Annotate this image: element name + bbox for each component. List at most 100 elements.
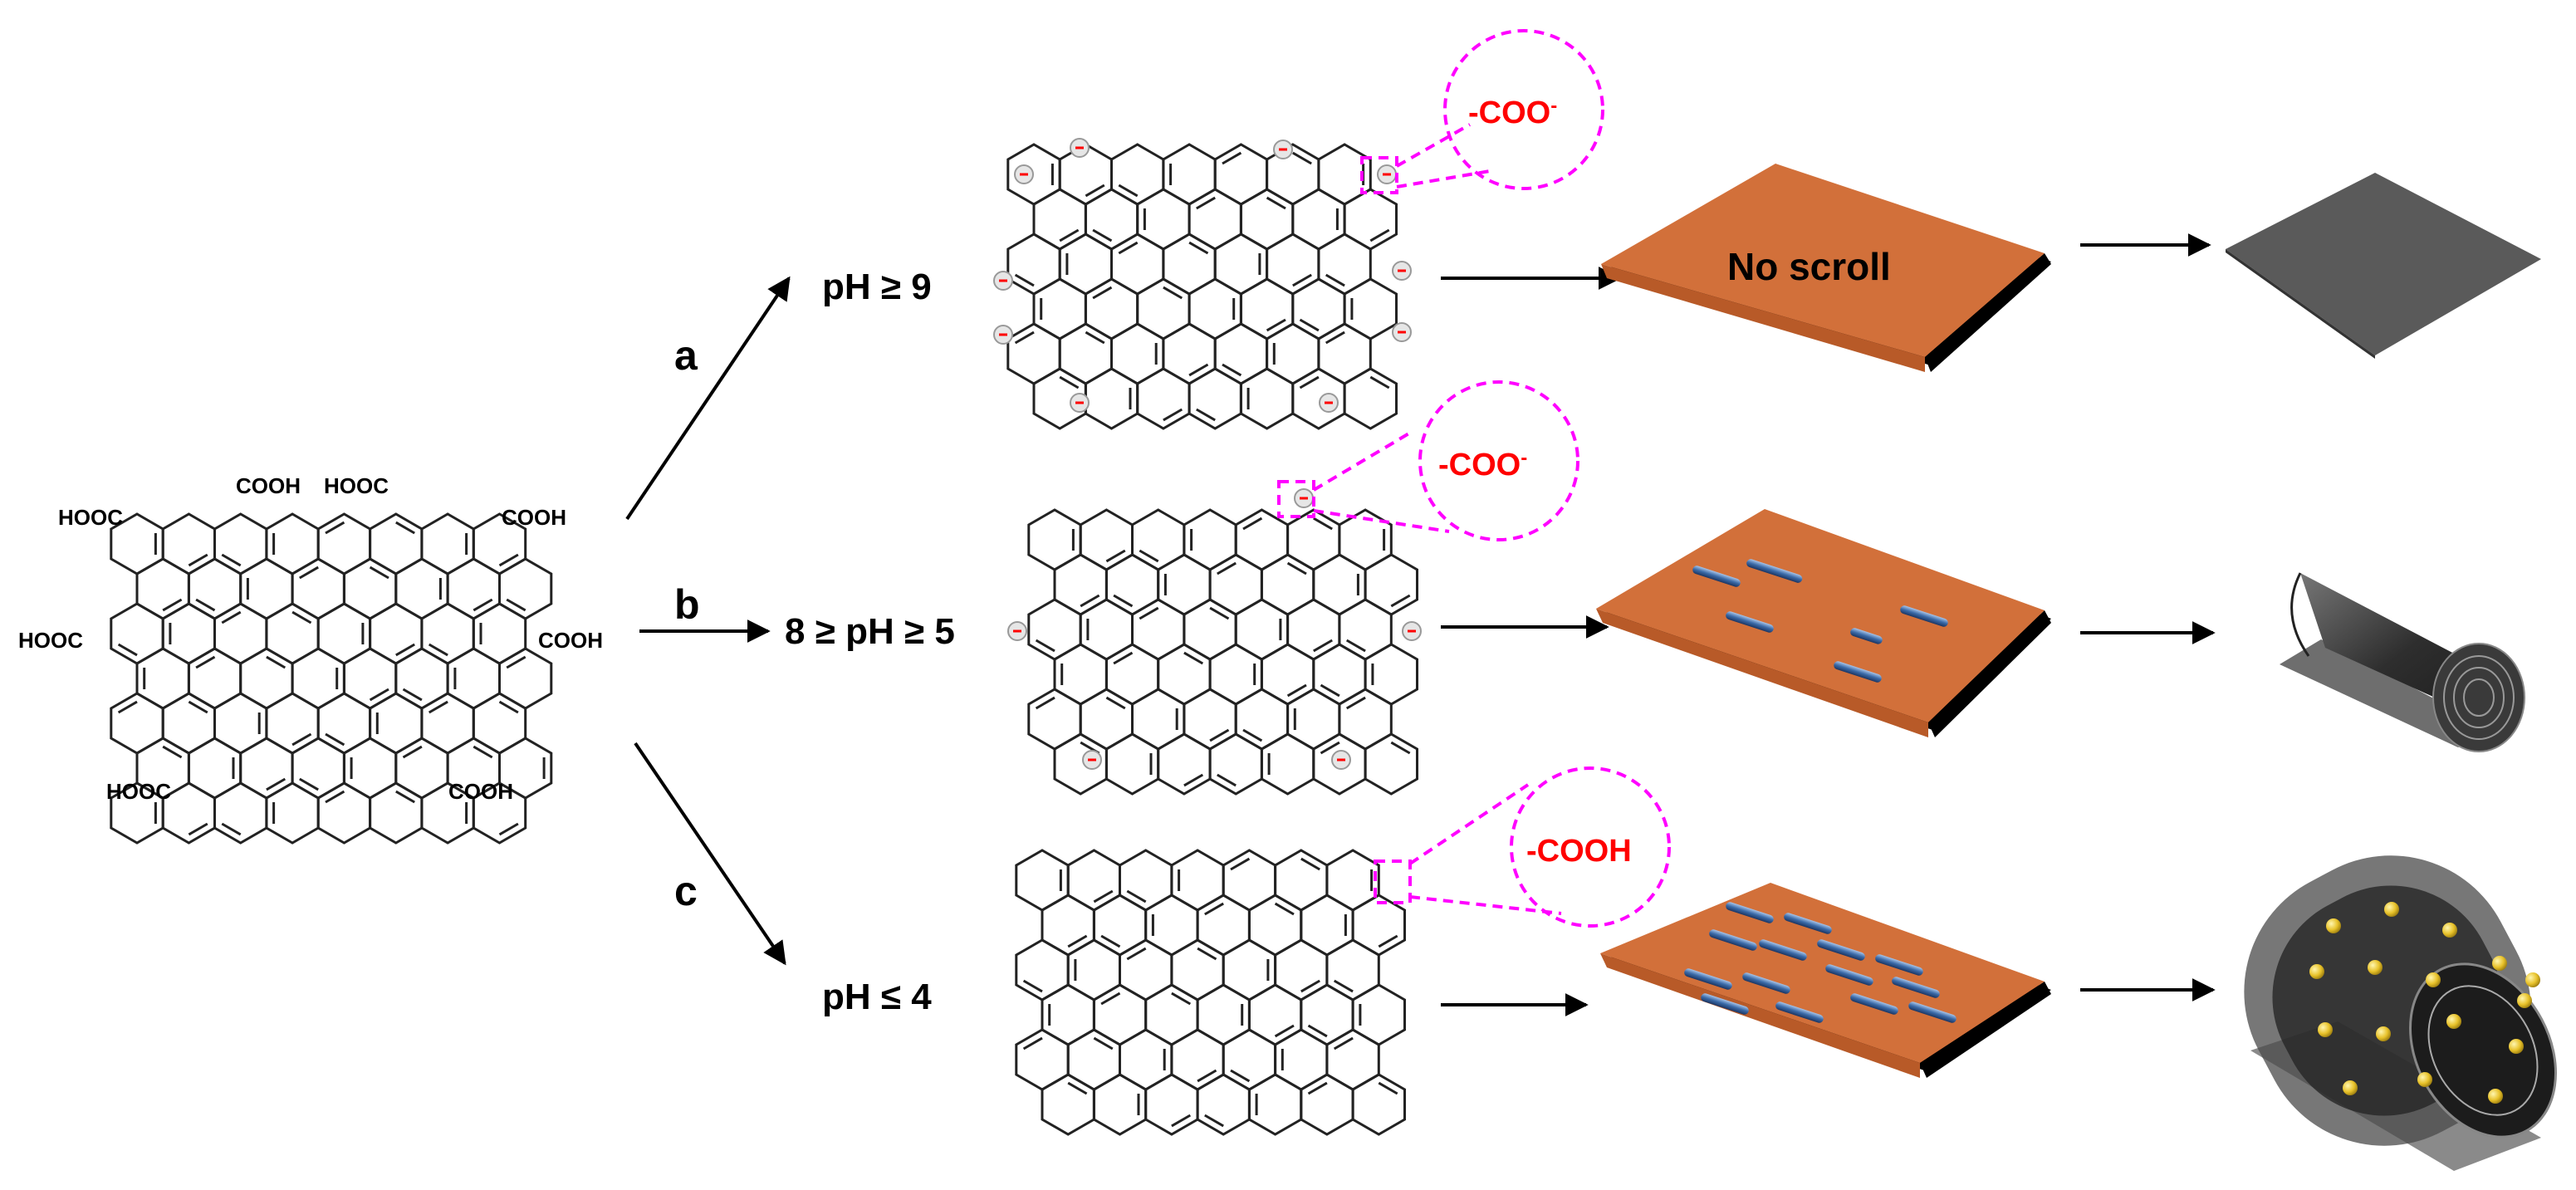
double-bond — [1126, 947, 1147, 961]
double-bond — [1171, 1114, 1192, 1128]
double-bond — [1242, 517, 1263, 531]
double-bond — [1126, 889, 1147, 904]
adsorbed-rod — [1900, 605, 1948, 627]
double-bond — [188, 822, 208, 836]
adsorbed-rod — [1759, 939, 1807, 961]
double-bond — [1188, 241, 1209, 255]
double-bond — [428, 700, 448, 714]
double-bond — [221, 553, 242, 567]
double-bond — [162, 598, 183, 612]
adsorbed-molecules — [1692, 559, 1948, 683]
double-bond — [195, 598, 216, 612]
double-bond — [1059, 375, 1080, 389]
double-bond — [1209, 728, 1230, 742]
double-bond — [162, 745, 183, 759]
double-bond — [1113, 594, 1134, 608]
double-bond — [1345, 696, 1366, 710]
adsorbed-molecules — [1684, 902, 1956, 1023]
double-bond — [1266, 196, 1286, 210]
adsorbed-rod — [1742, 972, 1790, 994]
group-label: HOOC — [106, 779, 171, 804]
double-bond — [1035, 696, 1055, 710]
double-bond — [1369, 375, 1390, 389]
double-bond — [325, 732, 345, 747]
double-bond — [1333, 979, 1354, 993]
adsorbed-rod — [1726, 902, 1774, 923]
double-bond — [291, 610, 312, 624]
double-bond — [1171, 992, 1192, 1006]
zoom-callout-b: -COO- — [1277, 380, 1579, 541]
double-bond — [402, 688, 423, 702]
functional-group-label: -COO- — [1468, 95, 1557, 131]
double-bond — [1217, 561, 1237, 575]
double-bond — [1196, 408, 1216, 422]
double-bond — [395, 521, 415, 535]
arrow-c — [634, 742, 786, 966]
group-label: COOH — [502, 505, 566, 530]
double-bond — [428, 643, 448, 657]
hexagon-ring — [1351, 1073, 1406, 1136]
branch-letter-a: a — [674, 332, 698, 379]
double-bond — [1188, 363, 1209, 377]
double-bond — [1222, 151, 1242, 165]
adsorbed-rod — [1784, 913, 1832, 934]
double-bond — [1230, 1069, 1251, 1083]
nanoparticle — [2446, 1014, 2461, 1029]
condition-a: pH ≥ 9 — [822, 267, 932, 307]
double-bond — [1274, 902, 1295, 916]
graphene-sheet-b — [1027, 508, 1418, 796]
graphene-sheet-a — [1006, 143, 1398, 430]
plate-a: No scroll — [1601, 164, 2051, 372]
double-bond — [1313, 517, 1333, 531]
double-bond — [1139, 549, 1159, 563]
double-bond — [299, 566, 319, 580]
adsorbed-rod — [1692, 566, 1741, 587]
double-bond — [1217, 773, 1237, 787]
graphene-scroll — [2280, 572, 2525, 752]
group-label: COOH — [448, 779, 513, 804]
double-bond — [1242, 728, 1263, 742]
double-bond — [1292, 151, 1312, 165]
carboxyl-labels: HOOC COOH HOOC COOH HOOC COOH HOOC COOH — [18, 473, 603, 804]
nanoparticle — [2368, 960, 2383, 975]
double-bond — [369, 566, 389, 580]
double-bond — [1067, 934, 1088, 948]
group-label: HOOC — [58, 505, 123, 530]
double-bond — [1325, 273, 1345, 287]
branch-letter-c: c — [674, 868, 698, 914]
carboxylate-charges — [993, 138, 1422, 770]
double-bond — [1325, 331, 1345, 345]
zoom-callout-a: -COO- — [1360, 29, 1604, 194]
nanoparticle — [2326, 918, 2341, 933]
adsorbed-rod — [1825, 964, 1873, 986]
double-bond — [1369, 228, 1390, 242]
double-bond — [195, 655, 216, 669]
nanoparticle — [2426, 972, 2441, 987]
double-bond — [1100, 992, 1121, 1006]
double-bond — [1286, 683, 1307, 698]
double-bond — [325, 521, 345, 535]
adsorbed-rod — [1875, 954, 1923, 976]
double-bond — [1163, 408, 1183, 422]
double-bond — [1230, 857, 1251, 871]
double-bond — [1118, 184, 1139, 198]
double-bond — [1307, 1024, 1328, 1038]
adsorbed-rod — [1834, 661, 1882, 683]
functional-group-label: -COO- — [1438, 447, 1527, 483]
double-bond — [1163, 286, 1183, 300]
double-bond — [1113, 651, 1134, 665]
double-bond — [395, 790, 415, 804]
double-bond — [1067, 1081, 1088, 1095]
double-bond — [1292, 273, 1312, 287]
adsorbed-rod — [1709, 929, 1757, 951]
double-bond — [1300, 979, 1320, 993]
double-bond — [1093, 889, 1114, 904]
double-bond — [473, 745, 493, 759]
arrow-a — [625, 276, 791, 521]
double-bond — [1204, 1114, 1224, 1128]
double-bond — [266, 777, 286, 791]
double-bond — [1022, 1036, 1043, 1050]
double-bond — [325, 790, 345, 804]
adsorbed-rod — [1817, 939, 1865, 961]
